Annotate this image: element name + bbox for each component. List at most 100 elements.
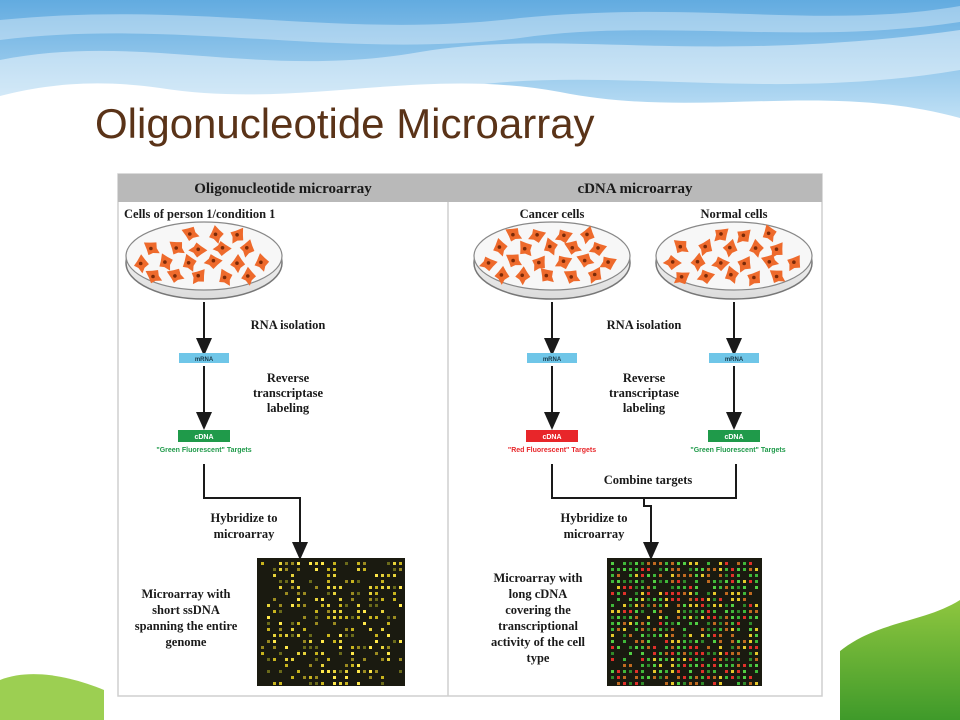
array-spot [749, 634, 752, 637]
array-spot [683, 574, 686, 577]
array-spot [297, 592, 300, 595]
array-spot [635, 610, 638, 613]
array-spot [689, 622, 692, 625]
array-spot [351, 592, 354, 595]
array-spot [387, 652, 390, 655]
array-spot [713, 670, 716, 673]
array-spot [261, 646, 264, 649]
array-spot [683, 676, 686, 679]
array-spot [737, 580, 740, 583]
array-spot [659, 676, 662, 679]
cell-nucleus [511, 232, 515, 237]
array-spot [393, 568, 396, 571]
array-spot [737, 676, 740, 679]
array-spot [725, 574, 728, 577]
right-array-desc-4: transcriptional [498, 619, 578, 633]
array-spot [381, 610, 384, 613]
cdna-tag-normal-label: cDNA [724, 434, 743, 441]
array-spot [611, 592, 614, 595]
array-spot [653, 676, 656, 679]
array-spot [731, 580, 734, 583]
array-spot [641, 628, 644, 631]
cells-normal [662, 224, 801, 287]
array-spot [677, 604, 680, 607]
array-spot [647, 616, 650, 619]
array-spot [393, 598, 396, 601]
array-spot [689, 568, 692, 571]
cell-nucleus [486, 261, 491, 265]
array-spot [755, 604, 758, 607]
array-spot [629, 652, 632, 655]
array-spot [629, 646, 632, 649]
right-array-desc-6: type [527, 651, 550, 665]
array-spot [291, 574, 294, 577]
array-spot [641, 670, 644, 673]
array-spot [713, 622, 716, 625]
array-spot [713, 682, 716, 685]
array-spot [351, 658, 354, 661]
array-spot [755, 634, 758, 637]
array-spot [755, 610, 758, 613]
cell-nucleus [548, 244, 552, 249]
array-spot [671, 646, 674, 649]
array-spot [755, 568, 758, 571]
array-spot [707, 634, 710, 637]
array-spot [279, 634, 282, 637]
array-spot [737, 628, 740, 631]
array-spot [303, 676, 306, 679]
array-spot [659, 652, 662, 655]
array-spot [285, 658, 288, 661]
array-spot [671, 592, 674, 595]
array-spot [363, 610, 366, 613]
cell-nucleus [522, 246, 527, 251]
array-spot [267, 670, 270, 673]
array-spot [285, 568, 288, 571]
array-spot [731, 622, 734, 625]
array-spot [629, 562, 632, 565]
array-spot [647, 598, 650, 601]
array-spot [327, 658, 330, 661]
array-spot [291, 658, 294, 661]
mrna-tag-cancer-label: mRNA [543, 357, 562, 363]
array-spot [731, 586, 734, 589]
array-spot [333, 574, 336, 577]
array-spot [345, 670, 348, 673]
cell-nucleus [196, 247, 200, 252]
left-rt-1: Reverse [267, 371, 310, 385]
array-spot [671, 598, 674, 601]
array-spot [743, 592, 746, 595]
array-spot [743, 676, 746, 679]
array-spot [725, 652, 728, 655]
array-spot [671, 682, 674, 685]
green-targets-caption-right: "Green Fluorescent" Targets [690, 447, 785, 454]
array-spot [707, 628, 710, 631]
array-spot [261, 562, 264, 565]
array-spot [695, 562, 698, 565]
array-spot [635, 586, 638, 589]
array-spot [707, 664, 710, 667]
array-spot [665, 670, 668, 673]
array-spot [671, 664, 674, 667]
array-spot [273, 634, 276, 637]
array-spot [737, 664, 740, 667]
array-spot [677, 652, 680, 655]
array-spot [291, 586, 294, 589]
array-spot [375, 586, 378, 589]
array-spot [617, 646, 620, 649]
cell-nucleus [499, 273, 504, 277]
array-spot [647, 676, 650, 679]
array-spot [749, 640, 752, 643]
cells-cancer [479, 225, 617, 286]
array-spot [297, 568, 300, 571]
array-spot [719, 646, 722, 649]
array-spot [623, 580, 626, 583]
array-spot [689, 592, 692, 595]
array-spot [737, 562, 740, 565]
cell-nucleus [196, 273, 200, 278]
array-spot [749, 658, 752, 661]
array-spot [303, 646, 306, 649]
array-spot [719, 652, 722, 655]
array-spot [707, 676, 710, 679]
array-spot [363, 670, 366, 673]
cell-nucleus [220, 246, 225, 250]
